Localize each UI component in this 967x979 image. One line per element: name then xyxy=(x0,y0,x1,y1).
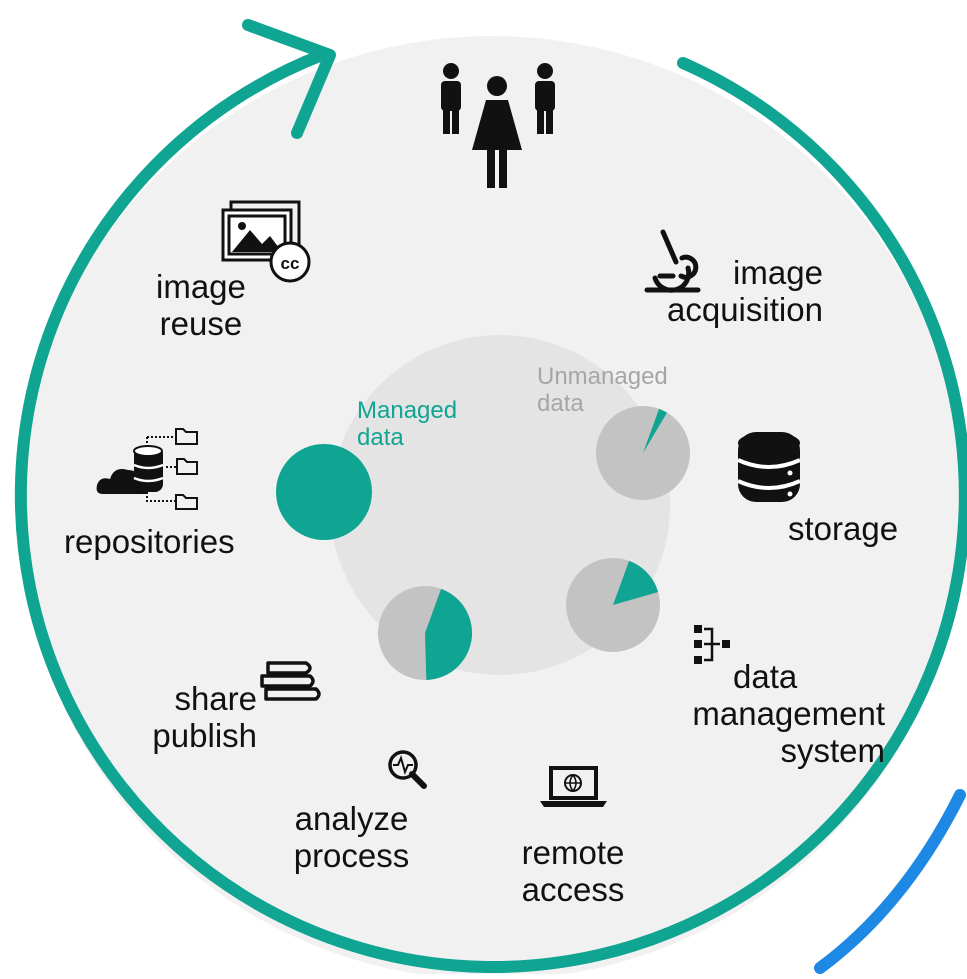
pie-managed-share xyxy=(643,408,668,453)
laptop-globe-icon xyxy=(540,766,607,807)
cycle-arrow-ring xyxy=(14,49,967,973)
pie-unmanaged-share xyxy=(276,444,372,540)
cloud-database-icon xyxy=(96,428,198,510)
people-icon xyxy=(441,63,555,188)
managed-data-line-1: Managed xyxy=(357,397,458,424)
label-managed-data: Managed data xyxy=(357,397,457,451)
blue-outer-arc xyxy=(814,789,966,974)
label-image-acquisition: image acquisition xyxy=(667,254,823,328)
label-data-management-system: data management system xyxy=(657,658,885,769)
magnifier-waveform-icon xyxy=(388,750,427,789)
label-repositories: repositories xyxy=(64,523,235,560)
managed-data-line-2: data xyxy=(357,424,404,451)
books-icon xyxy=(260,661,321,701)
analyze-process-line-2: process xyxy=(293,837,410,874)
image-reuse-line-1: image xyxy=(156,268,246,305)
unmanaged-data-line-1: Unmanaged xyxy=(537,363,668,390)
dms-line-3: system xyxy=(780,732,885,769)
label-image-reuse: image reuse xyxy=(156,268,246,342)
cycle-arrowhead xyxy=(242,19,336,139)
label-storage: storage xyxy=(788,510,898,547)
label-unmanaged-data: Unmanaged data xyxy=(537,363,668,417)
share-publish-line-1: share xyxy=(174,680,257,717)
database-icon xyxy=(737,432,801,502)
analyze-process-line-1: analyze xyxy=(294,800,409,837)
svg-text:cc: cc xyxy=(281,254,300,273)
dms-line-2: management xyxy=(692,695,885,732)
label-share-publish: share publish xyxy=(147,680,257,754)
image-reuse-line-2: reuse xyxy=(159,305,243,342)
pie-dms xyxy=(566,558,660,652)
dms-line-1: data xyxy=(733,658,798,695)
pie-managed-share xyxy=(613,560,659,605)
label-remote-access: remote access xyxy=(509,834,637,908)
pie-analyze xyxy=(378,586,472,680)
hierarchy-icon xyxy=(694,625,730,664)
storage-line-1: storage xyxy=(788,510,899,547)
remote-access-line-2: access xyxy=(521,871,625,908)
microscope-icon xyxy=(644,229,701,293)
image-acquisition-line-1: image xyxy=(733,254,823,291)
pie-unmanaged xyxy=(596,406,690,500)
repositories-line-1: repositories xyxy=(64,523,235,560)
image-cc-icon: cc xyxy=(221,200,311,283)
unmanaged-data-line-2: data xyxy=(537,390,584,417)
pie-managed-full xyxy=(276,444,372,540)
label-analyze-process: analyze process xyxy=(279,800,424,874)
image-acquisition-line-2: acquisition xyxy=(667,291,823,328)
pie-managed-share xyxy=(425,588,472,680)
remote-access-line-1: remote xyxy=(521,834,625,871)
share-publish-line-2: publish xyxy=(152,717,257,754)
